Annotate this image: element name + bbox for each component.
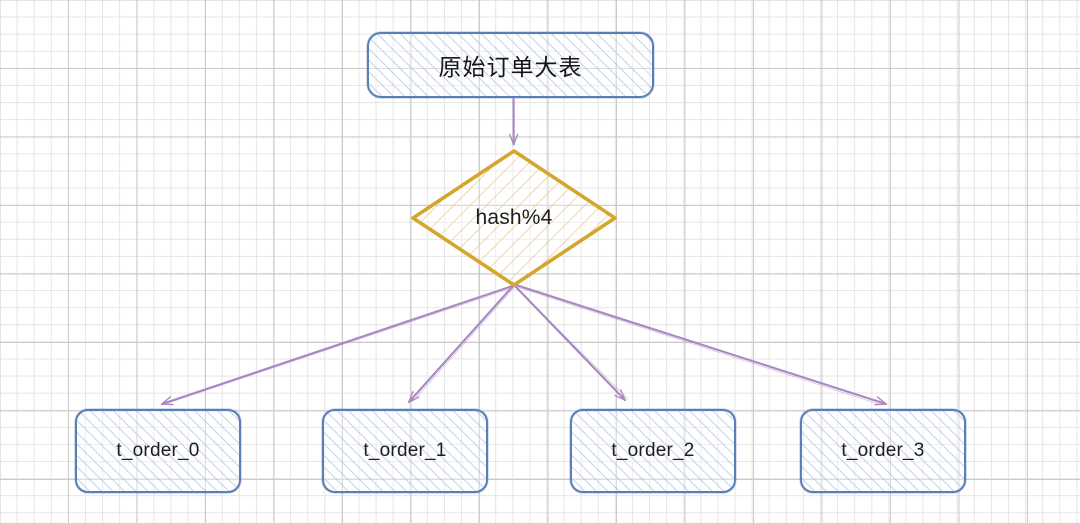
node-shard-t-order-1[interactable]: t_order_1 <box>322 409 488 493</box>
node-shard-t-order-0-label: t_order_0 <box>116 440 200 461</box>
node-shard-t-order-1-label: t_order_1 <box>363 440 447 461</box>
node-shard-t-order-2[interactable]: t_order_2 <box>570 409 736 493</box>
diamond-shape <box>411 149 617 287</box>
edge-decision-to-shard-0-sketch <box>167 287 514 404</box>
edge-decision-to-shard-1 <box>407 284 515 404</box>
node-source-table-label: 原始订单大表 <box>438 54 583 80</box>
edge-decision-to-shard-0 <box>160 284 514 406</box>
node-shard-t-order-0[interactable]: t_order_0 <box>75 409 241 493</box>
edge-decision-to-shard-2-sketch <box>515 287 629 400</box>
node-hash-decision[interactable]: hash%4 <box>411 149 617 287</box>
edge-decision-to-shard-3 <box>514 283 888 406</box>
node-hash-decision-label: hash%4 <box>475 206 553 229</box>
edge-decision-to-shard-2 <box>513 284 627 402</box>
node-source-table[interactable]: 原始订单大表 <box>367 32 654 98</box>
edge-decision-to-shard-1-sketch <box>412 287 515 402</box>
node-shard-t-order-3-label: t_order_3 <box>841 440 925 461</box>
edge-decision-to-shard-3-sketch <box>516 286 881 405</box>
node-shard-t-order-3[interactable]: t_order_3 <box>800 409 966 493</box>
node-shard-t-order-2-label: t_order_2 <box>611 440 695 461</box>
